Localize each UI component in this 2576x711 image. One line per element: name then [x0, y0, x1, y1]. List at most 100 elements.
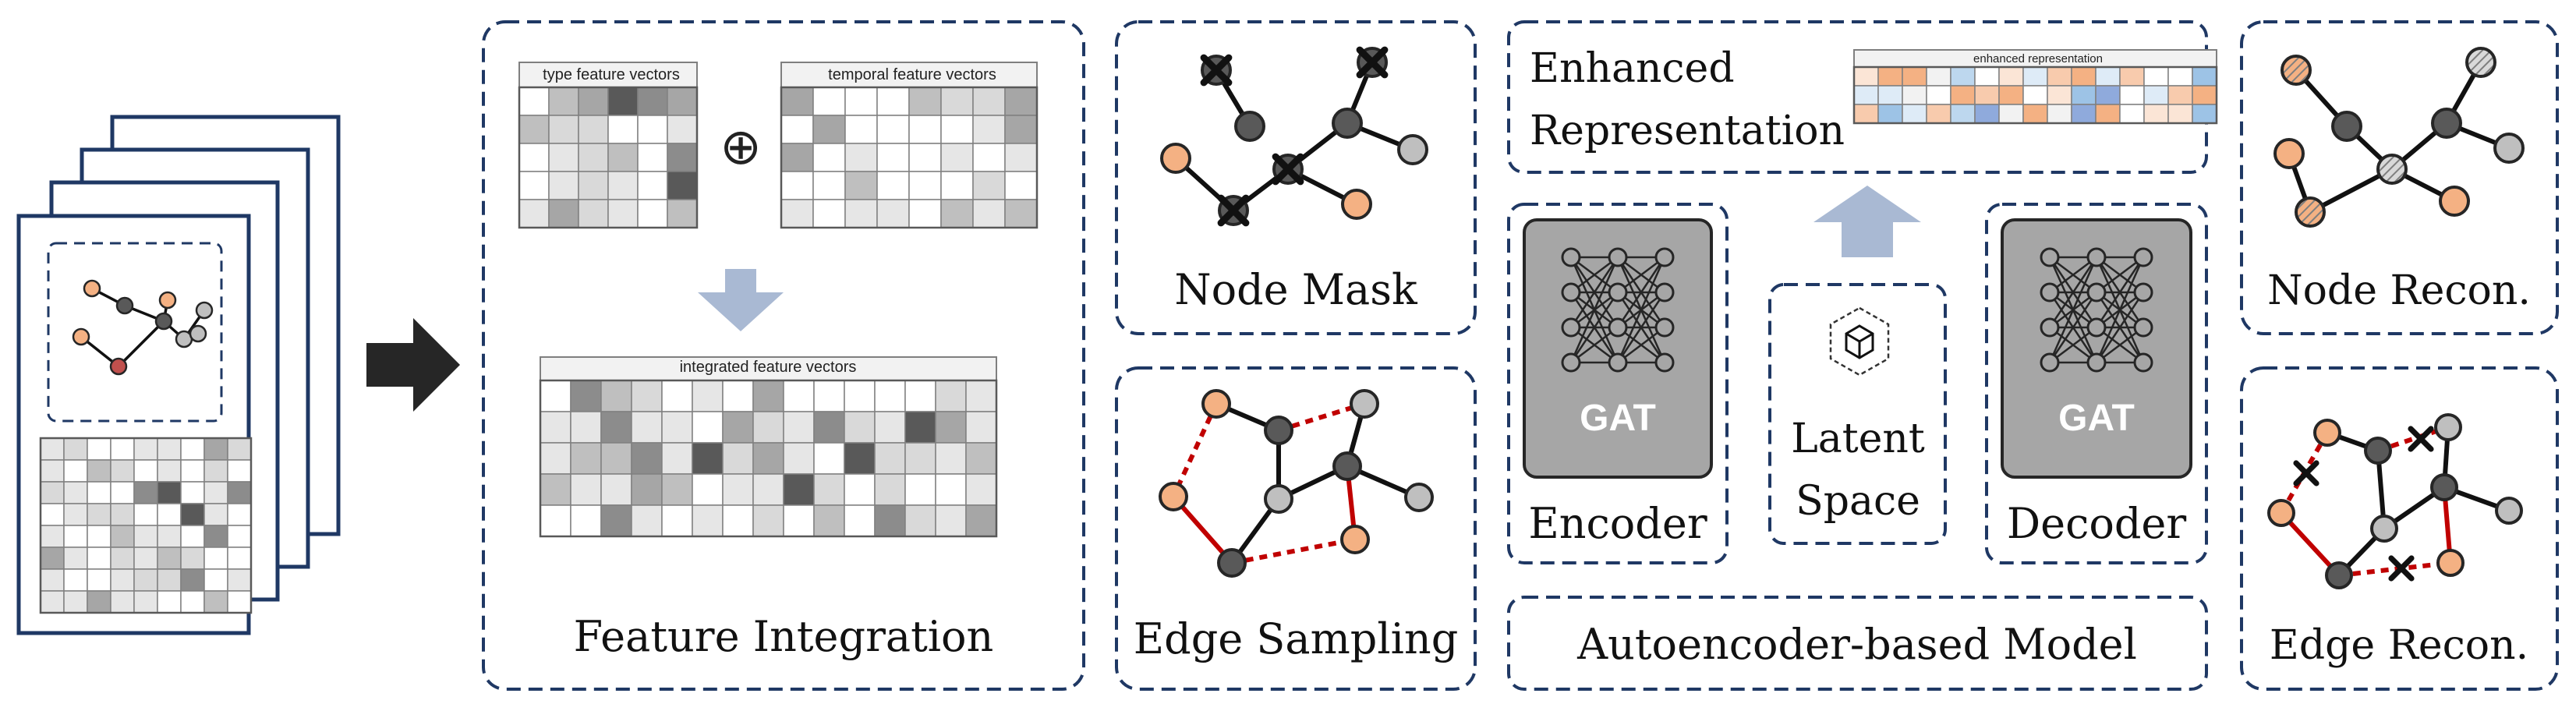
grid-cell — [874, 442, 906, 475]
grid-cell — [110, 568, 135, 592]
grid-cell — [844, 171, 878, 200]
grid-cell — [110, 503, 135, 526]
grid-cell — [1004, 87, 1038, 116]
grid-cell — [722, 411, 754, 444]
grid-cell — [692, 380, 724, 412]
grid-cell — [661, 411, 693, 444]
graph-node — [1217, 548, 1247, 578]
grid-cell — [1004, 143, 1038, 172]
grid-cell — [203, 547, 228, 570]
graph-edge — [117, 320, 165, 368]
grid-cell — [783, 442, 815, 475]
grid-cell — [876, 171, 910, 200]
decoder-caption: Decoder — [2007, 499, 2187, 548]
grid-cell — [607, 115, 639, 144]
nn-link — [1569, 256, 1619, 328]
nn-neuron — [2133, 317, 2153, 338]
grid-cell — [2119, 85, 2145, 105]
grid-cell — [63, 547, 88, 570]
grid-cell — [63, 481, 88, 504]
grid-cell — [2095, 66, 2121, 87]
grid-cell — [540, 442, 571, 475]
latent-label-line1: Latent — [1791, 416, 1925, 462]
up-arrow-icon — [1813, 186, 1921, 257]
grid-cell — [540, 411, 571, 444]
grid-cell — [607, 199, 639, 228]
grid-cell — [2192, 85, 2217, 105]
grid-cell — [2167, 66, 2193, 87]
nn-link — [2095, 256, 2145, 363]
grid-cell — [40, 437, 65, 461]
graph-node — [1350, 389, 1379, 419]
grid-cell — [227, 590, 252, 614]
grid-cell — [1926, 85, 1951, 105]
grid-cell — [203, 437, 228, 461]
grid-cell — [607, 171, 639, 200]
grid-cell — [1853, 104, 1879, 124]
grid-cell — [2143, 104, 2169, 124]
grid-cell — [600, 442, 632, 475]
grid-cell — [157, 437, 182, 461]
grid-cell — [783, 380, 815, 412]
grid-cell — [157, 503, 182, 526]
nn-neuron — [2133, 247, 2153, 267]
nn-neuron — [2040, 247, 2060, 267]
node-mask-graph — [1160, 46, 1428, 227]
grid-cell — [227, 459, 252, 483]
grid-cell — [908, 87, 942, 116]
encoder-caption: Encoder — [1528, 499, 1707, 548]
graph-node — [154, 312, 173, 331]
graph-node — [1340, 525, 1370, 554]
mini-graph — [72, 279, 214, 376]
grid-cell — [844, 143, 878, 172]
grid-cell — [110, 459, 135, 483]
grid-cell — [2167, 104, 2193, 124]
grid-cell — [540, 504, 571, 537]
grid-cell — [631, 380, 663, 412]
grid-cell — [1902, 66, 1927, 87]
graph-node — [2495, 497, 2523, 525]
grid-cell — [227, 503, 252, 526]
graph-node — [2325, 561, 2353, 589]
enhanced-label-line1: Enhanced — [1530, 45, 1735, 92]
grid-cell — [227, 481, 252, 504]
grid-cell — [965, 442, 997, 475]
grid-cell — [133, 547, 158, 570]
grid-cell — [876, 87, 910, 116]
grid-cell — [783, 411, 815, 444]
grid-cell — [40, 481, 65, 504]
grid-cell — [844, 504, 876, 537]
graph-node — [1201, 389, 1231, 419]
grid-cell — [1950, 66, 1976, 87]
grid-cell — [110, 525, 135, 548]
grid-cell — [157, 568, 182, 592]
type-feature-label: type feature vectors — [543, 66, 680, 83]
grid-cell — [87, 437, 111, 461]
grid-cell — [133, 590, 158, 614]
graph-node — [2267, 499, 2295, 527]
grid-cell — [600, 504, 632, 537]
graph-node — [83, 279, 101, 298]
nn-neuron — [1654, 247, 1675, 267]
mini-graph-frame — [47, 242, 223, 423]
grid-cell — [1926, 104, 1951, 124]
grid-cell — [2143, 66, 2169, 87]
graph-node — [2295, 196, 2326, 228]
cross-mark-icon — [1217, 194, 1250, 227]
cross-mark-icon — [1356, 46, 1389, 79]
grid-cell — [1950, 85, 1976, 105]
grid-cell — [752, 504, 784, 537]
grid-cell — [844, 442, 876, 475]
grid-cell — [2022, 66, 2048, 87]
edge-sampling-caption: Edge Sampling — [1134, 614, 1459, 663]
grid-cell — [548, 171, 579, 200]
grid-cell — [578, 199, 609, 228]
nn-neuron — [1654, 352, 1675, 373]
grid-cell — [518, 143, 550, 172]
integrated-feature-grid — [539, 356, 998, 538]
grid-cell — [661, 442, 693, 475]
grid-cell — [133, 525, 158, 548]
grid-cell — [876, 115, 910, 144]
temporal-feature-label: temporal feature vectors — [828, 66, 996, 83]
